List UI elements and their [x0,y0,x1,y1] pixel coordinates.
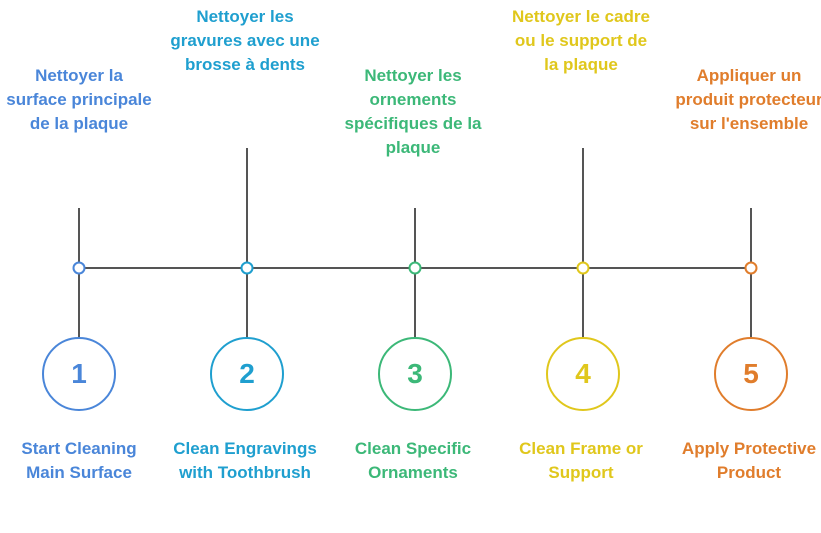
step-1-number-circle [42,337,116,411]
step-3-number-circle [378,337,452,411]
step-1-node-dot [72,261,86,275]
step-4-node-dot [576,261,590,275]
step-3-node-dot [408,261,422,275]
step-5-number-circle [714,337,788,411]
step-5-node-dot [744,261,758,275]
step-2-node-dot [240,261,254,275]
step-2-number-circle [210,337,284,411]
step-4-number-circle [546,337,620,411]
